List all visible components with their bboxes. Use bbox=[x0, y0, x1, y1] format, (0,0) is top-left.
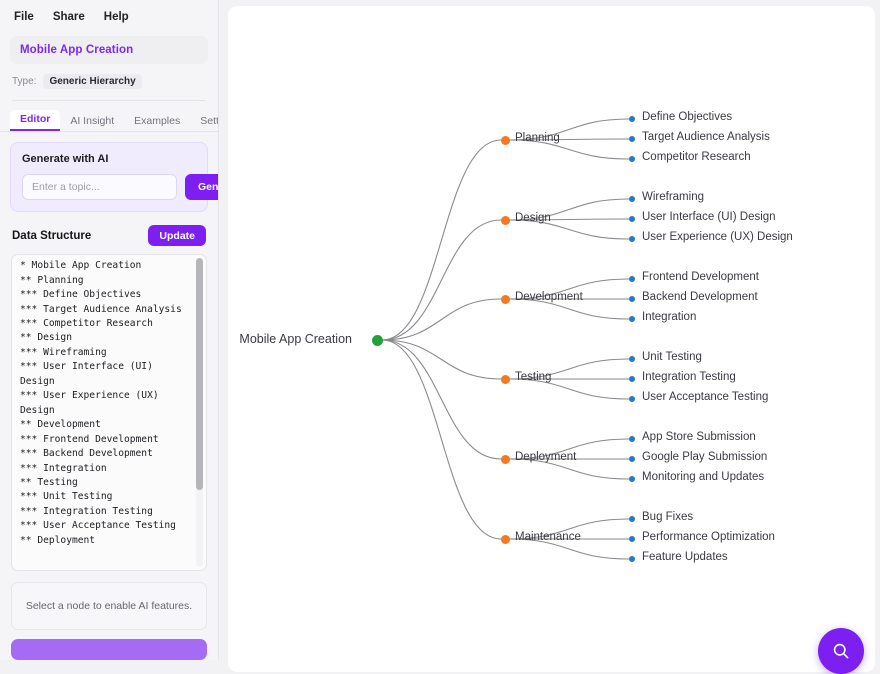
node-branch-4[interactable] bbox=[500, 454, 510, 464]
node-label-leaf-0-1[interactable]: Target Audience Analysis bbox=[642, 131, 770, 143]
node-leaf-2-2[interactable] bbox=[629, 316, 635, 322]
type-badge: Generic Hierarchy bbox=[43, 74, 142, 89]
generate-with-ai-row: Generate bbox=[22, 174, 218, 201]
node-leaf-1-1[interactable] bbox=[629, 216, 635, 222]
node-branch-0[interactable] bbox=[500, 135, 510, 145]
sidebar: File Share Help Mobile App Creation Type… bbox=[0, 0, 219, 660]
node-leaf-0-0[interactable] bbox=[629, 116, 635, 122]
node-leaf-2-1[interactable] bbox=[629, 296, 635, 302]
node-label-leaf-5-0[interactable]: Bug Fixes bbox=[642, 511, 694, 523]
node-leaf-1-0[interactable] bbox=[629, 196, 635, 202]
node-branch-1[interactable] bbox=[500, 215, 510, 225]
node-leaf-3-0[interactable] bbox=[629, 356, 635, 362]
node-label-branch-2[interactable]: Development bbox=[515, 291, 583, 303]
node-label-leaf-5-2[interactable]: Feature Updates bbox=[642, 551, 728, 563]
node-label-branch-5[interactable]: Maintenance bbox=[515, 531, 581, 543]
update-button[interactable]: Update bbox=[148, 225, 206, 247]
tab-bar: Editor AI Insight Examples Settings bbox=[10, 110, 219, 132]
bottom-action-button[interactable] bbox=[11, 638, 207, 660]
node-label-leaf-2-0[interactable]: Frontend Development bbox=[642, 271, 759, 283]
divider bbox=[12, 100, 206, 101]
node-leaf-2-0[interactable] bbox=[629, 276, 635, 282]
node-leaf-0-1[interactable] bbox=[629, 136, 635, 142]
tab-bar-underline bbox=[0, 131, 218, 133]
node-label-leaf-3-1[interactable]: Integration Testing bbox=[642, 371, 736, 383]
node-leaf-4-1[interactable] bbox=[629, 456, 635, 462]
node-label-branch-4[interactable]: Deployment bbox=[515, 451, 577, 463]
data-structure-textarea[interactable]: * Mobile App Creation ** Planning *** De… bbox=[11, 254, 207, 571]
generate-button[interactable]: Generate bbox=[185, 174, 218, 201]
node-branch-5[interactable] bbox=[500, 534, 510, 544]
textarea-scrollbar[interactable] bbox=[196, 258, 203, 567]
node-leaf-0-2[interactable] bbox=[629, 156, 635, 162]
tab-settings[interactable]: Settings bbox=[200, 115, 219, 128]
menu-item-share[interactable]: Share bbox=[52, 11, 85, 23]
node-label-leaf-4-2[interactable]: Monitoring and Updates bbox=[642, 471, 765, 483]
node-leaf-3-1[interactable] bbox=[629, 376, 635, 382]
tab-examples[interactable]: Examples bbox=[134, 115, 181, 128]
node-leaf-5-0[interactable] bbox=[629, 516, 635, 522]
node-label-branch-0[interactable]: Planning bbox=[515, 132, 560, 144]
tab-ai-insight[interactable]: AI Insight bbox=[70, 115, 115, 128]
data-structure-header: Data Structure Update bbox=[12, 225, 206, 247]
node-leaf-1-2[interactable] bbox=[629, 236, 635, 242]
node-leaf-5-1[interactable] bbox=[629, 536, 635, 542]
node-label-branch-3[interactable]: Testing bbox=[515, 371, 552, 383]
data-structure-text[interactable]: * Mobile App Creation ** Planning *** De… bbox=[20, 260, 182, 546]
node-branch-2[interactable] bbox=[500, 294, 510, 304]
node-label-leaf-1-1[interactable]: User Interface (UI) Design bbox=[642, 211, 776, 223]
search-icon bbox=[833, 643, 849, 659]
node-label-leaf-2-2[interactable]: Integration bbox=[642, 311, 697, 323]
mindmap-canvas[interactable]: Mobile App Creation Planning Define Object… bbox=[228, 6, 875, 672]
generate-with-ai-panel: Generate with AI Generate bbox=[10, 142, 218, 213]
topic-input[interactable] bbox=[22, 174, 177, 201]
node-leaf-5-2[interactable] bbox=[629, 556, 635, 562]
page-title: Mobile App Creation bbox=[20, 44, 134, 56]
node-label-leaf-0-0[interactable]: Define Objectives bbox=[642, 111, 733, 123]
node-label-leaf-2-1[interactable]: Backend Development bbox=[642, 291, 758, 303]
tab-editor[interactable]: Editor bbox=[10, 110, 61, 132]
menu-bar: File Share Help bbox=[0, 0, 218, 23]
ai-hint-box: Select a node to enable AI features. bbox=[11, 581, 207, 630]
node-label-leaf-1-0[interactable]: Wireframing bbox=[642, 191, 704, 203]
node-label-leaf-0-2[interactable]: Competitor Research bbox=[642, 151, 751, 163]
menu-item-file[interactable]: File bbox=[14, 11, 34, 23]
mindmap-edges bbox=[381, 118, 630, 560]
node-label-leaf-5-1[interactable]: Performance Optimization bbox=[642, 531, 775, 543]
node-label-leaf-3-0[interactable]: Unit Testing bbox=[642, 351, 702, 363]
assistant-fab-button[interactable] bbox=[818, 628, 864, 674]
node-leaf-4-0[interactable] bbox=[629, 436, 635, 442]
node-root[interactable] bbox=[371, 334, 383, 346]
ai-hint-text: Select a node to enable AI features. bbox=[25, 599, 193, 612]
canvas-area: Mobile App Creation Planning Define Object… bbox=[219, 0, 880, 674]
generate-with-ai-heading: Generate with AI bbox=[22, 153, 109, 166]
node-leaf-3-2[interactable] bbox=[629, 396, 635, 402]
node-label-root[interactable]: Mobile App Creation bbox=[239, 332, 352, 346]
data-structure-heading: Data Structure bbox=[12, 229, 92, 242]
node-label-leaf-3-2[interactable]: User Acceptance Testing bbox=[642, 391, 769, 403]
node-label-leaf-4-0[interactable]: App Store Submission bbox=[642, 431, 756, 443]
type-label: Type: bbox=[12, 76, 37, 87]
node-label-branch-1[interactable]: Design bbox=[515, 212, 551, 224]
node-leaf-4-2[interactable] bbox=[629, 476, 635, 482]
node-label-leaf-1-2[interactable]: User Experience (UX) Design bbox=[642, 231, 793, 243]
textarea-scrollbar-thumb[interactable] bbox=[196, 258, 203, 491]
document-title-card[interactable]: Mobile App Creation bbox=[10, 36, 208, 64]
menu-item-help[interactable]: Help bbox=[103, 11, 129, 23]
node-label-leaf-4-1[interactable]: Google Play Submission bbox=[642, 451, 768, 463]
document-type-row: Type: Generic Hierarchy bbox=[12, 74, 218, 89]
node-branch-3[interactable] bbox=[500, 374, 510, 384]
